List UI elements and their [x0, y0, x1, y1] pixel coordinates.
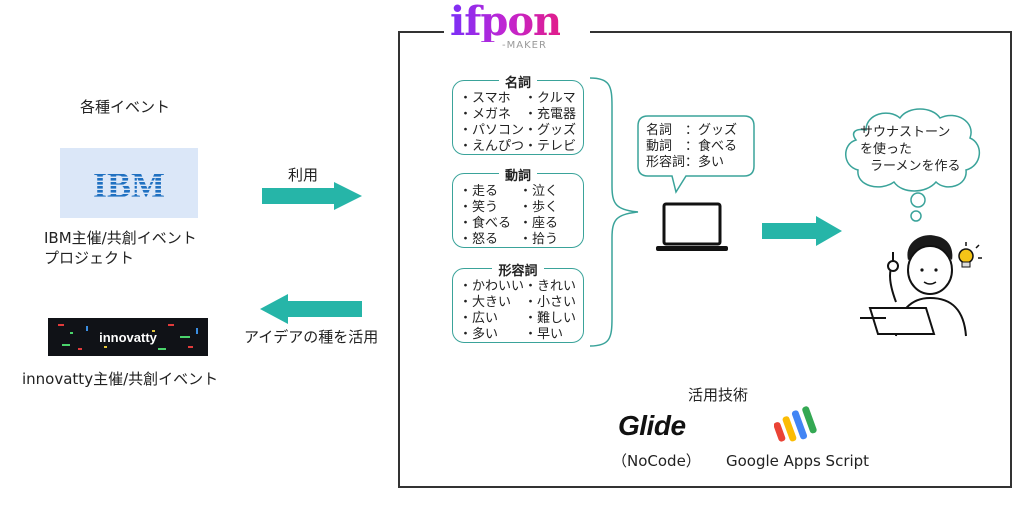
list-item: ・多い — [459, 327, 499, 342]
list-item: ・大きい — [459, 295, 512, 310]
events-heading: 各種イベント — [80, 98, 171, 116]
list-item: ・充電器 — [524, 107, 577, 122]
seed-label: アイデアの種を活用 — [244, 328, 379, 346]
thought-cloud — [845, 108, 980, 222]
verb-title: 動詞 — [498, 169, 537, 184]
product-frame — [398, 32, 1012, 488]
glide-logo: Glide — [618, 410, 686, 441]
list-item: ・パソコン — [459, 123, 525, 138]
thought-text: サウナストーン を使った ラーメンを作る — [860, 124, 985, 194]
ibm-caption-line2: プロジェクト — [44, 249, 135, 267]
ibm-caption-line1: IBM主催/共創イベント — [44, 229, 197, 247]
list-item: ・えんぴつ — [459, 139, 525, 154]
adjective-box: 形容詞 ・かわいい ・きれい ・大きい ・小さい ・広い ・難しい ・多い ・早… — [452, 264, 584, 343]
logo-sub-text: -MAKER — [502, 40, 547, 51]
ibm-logo-graphic: IBM — [93, 166, 165, 200]
list-item: ・広い — [459, 311, 499, 326]
list-item: ・拾う — [519, 232, 559, 247]
curly-brace — [589, 77, 639, 347]
ibm-logo-text: IBM — [93, 166, 165, 200]
list-item: ・歩く — [519, 200, 559, 215]
frame-top-left-edge — [398, 31, 444, 33]
innovatty-logo-text: innovatty — [99, 329, 157, 345]
seed-arrow — [260, 294, 362, 324]
list-item: ・グッズ — [524, 123, 577, 138]
laptop-icon — [656, 202, 728, 251]
noun-box: 名詞 ・スマホ ・クルマ ・メガネ ・充電器 ・パソコン ・グッズ ・えんぴつ … — [452, 76, 584, 155]
noun-title: 名詞 — [498, 76, 537, 91]
list-item: ・小さい — [524, 295, 577, 310]
innovatty-caption: innovatty主催/共創イベント — [22, 370, 219, 388]
list-item: ・座る — [519, 216, 559, 231]
list-item: ・泣く — [519, 184, 559, 199]
use-label: 利用 — [288, 166, 319, 184]
innovatty-logo-pattern — [58, 324, 198, 350]
list-item: ・走る — [459, 184, 499, 199]
ibm-caption: IBM主催/共創イベント プロジェクト — [44, 228, 197, 268]
list-item: ・笑う — [459, 200, 499, 215]
thought-line: を使った — [860, 142, 913, 157]
person-with-laptop-illustration — [860, 235, 982, 337]
verb-list: ・走る ・泣く ・笑う ・歩く ・食べる ・座る ・怒る ・拾う — [459, 184, 579, 248]
glide-caption: （NoCode） — [612, 452, 701, 470]
bubble-line: 動詞 ：食べる — [646, 139, 738, 154]
pc-speech-bubble — [637, 115, 755, 194]
frame-top-right-edge — [590, 31, 1012, 33]
gas-caption: Google Apps Script — [726, 452, 870, 470]
ibm-logo: IBM — [60, 148, 198, 218]
list-item: ・難しい — [524, 311, 577, 326]
ifpon-maker-logo: ifpon -MAKER — [450, 0, 562, 60]
list-item: ・食べる — [459, 216, 512, 231]
list-item: ・かわいい — [459, 279, 525, 294]
list-item: ・早い — [524, 327, 564, 342]
adjective-list: ・かわいい ・きれい ・大きい ・小さい ・広い ・難しい ・多い ・早い — [459, 279, 579, 343]
pc-bubble-text: 名詞 ：グッズ 動詞 ：食べる 形容詞：多い — [646, 123, 737, 171]
thought-line: ラーメンを作る — [870, 159, 961, 174]
list-item: ・スマホ — [459, 91, 511, 106]
output-arrow — [762, 216, 842, 246]
innovatty-logo: innovatty — [48, 318, 208, 356]
list-item: ・テレビ — [524, 139, 577, 154]
list-item: ・メガネ — [459, 107, 512, 122]
google-apps-script-logo — [774, 406, 817, 442]
adjective-title: 形容詞 — [492, 264, 544, 279]
logo-main-text: ifpon — [450, 0, 562, 45]
verb-box: 動詞 ・走る ・泣く ・笑う ・歩く ・食べる ・座る ・怒る ・拾う — [452, 169, 584, 248]
list-item: ・きれい — [524, 279, 577, 294]
bubble-line: 名詞 ：グッズ — [646, 123, 738, 138]
tech-heading: 活用技術 — [688, 386, 749, 404]
noun-list: ・スマホ ・クルマ ・メガネ ・充電器 ・パソコン ・グッズ ・えんぴつ ・テレ… — [459, 91, 579, 155]
thought-line: サウナストーン — [860, 125, 951, 140]
bubble-line: 形容詞：多い — [646, 155, 725, 170]
list-item: ・クルマ — [524, 91, 576, 106]
use-arrow — [262, 182, 362, 210]
list-item: ・怒る — [459, 232, 499, 247]
